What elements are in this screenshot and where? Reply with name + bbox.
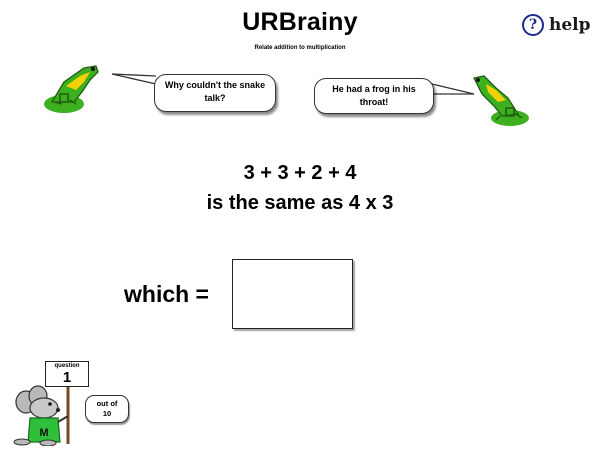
out-of-label: out of: [96, 399, 118, 408]
shirt-letter: M: [39, 427, 48, 439]
page-title: URBrainy: [242, 8, 358, 36]
frog-right-icon: [473, 75, 529, 126]
mouse-mascot-icon: M: [13, 380, 70, 446]
joke-answer-bubble: He had a frog in his throat!: [314, 78, 434, 114]
help-button[interactable]: ? help: [522, 12, 600, 38]
frog-left-icon: [44, 65, 99, 113]
out-of-bubble: out of 10: [85, 395, 129, 423]
answer-label: which =: [124, 281, 209, 307]
help-label: help: [549, 15, 591, 35]
question-number: 1: [62, 369, 72, 386]
joke-question-bubble: Why couldn't the snake talk?: [154, 74, 276, 112]
out-of-total: 10: [102, 409, 112, 418]
page-subtitle: Relate addition to multiplication: [254, 45, 346, 51]
answer-input[interactable]: [232, 259, 353, 329]
speech-tail-right: [431, 83, 475, 95]
problem-statement: is the same as 4 x 3: [206, 192, 394, 214]
question-label: question: [54, 363, 80, 369]
problem-expression: 3 + 3 + 2 + 4: [243, 162, 357, 184]
question-counter-sign: question 1: [45, 361, 89, 387]
speech-tail-left: [111, 73, 157, 85]
question-icon: ?: [522, 14, 544, 36]
